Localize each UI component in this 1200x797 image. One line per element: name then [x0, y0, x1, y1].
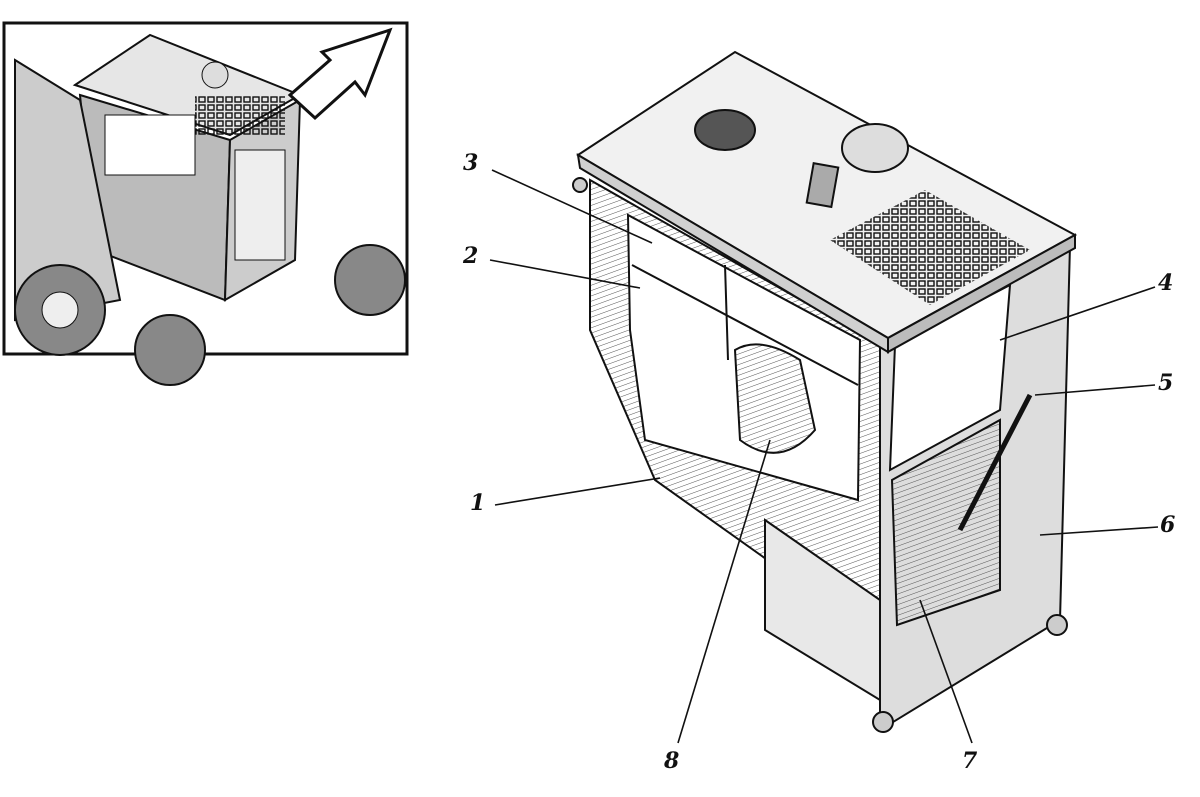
cab-drawing: [572, 50, 1078, 733]
label-7: 7: [962, 748, 978, 774]
leader-line-2: [489, 259, 641, 289]
label-8: 8: [664, 748, 680, 774]
label-4: 4: [1158, 270, 1174, 296]
leader-line-7: [919, 599, 973, 744]
leader-line-4: [999, 286, 1156, 341]
arrow-icon: [287, 27, 393, 121]
label-6: 6: [1160, 512, 1176, 538]
inset-vehicle-view: [2, 21, 409, 386]
label-2: 2: [463, 243, 479, 269]
label-1: 1: [470, 490, 486, 516]
leader-line-1: [494, 477, 661, 506]
leader-line-3: [491, 169, 653, 244]
label-3: 3: [463, 150, 479, 176]
label-5: 5: [1158, 370, 1174, 396]
leader-line-5: [1034, 384, 1156, 396]
leader-lines: [489, 169, 1159, 744]
leader-line-6: [1039, 526, 1159, 536]
leader-line-8: [677, 439, 771, 744]
